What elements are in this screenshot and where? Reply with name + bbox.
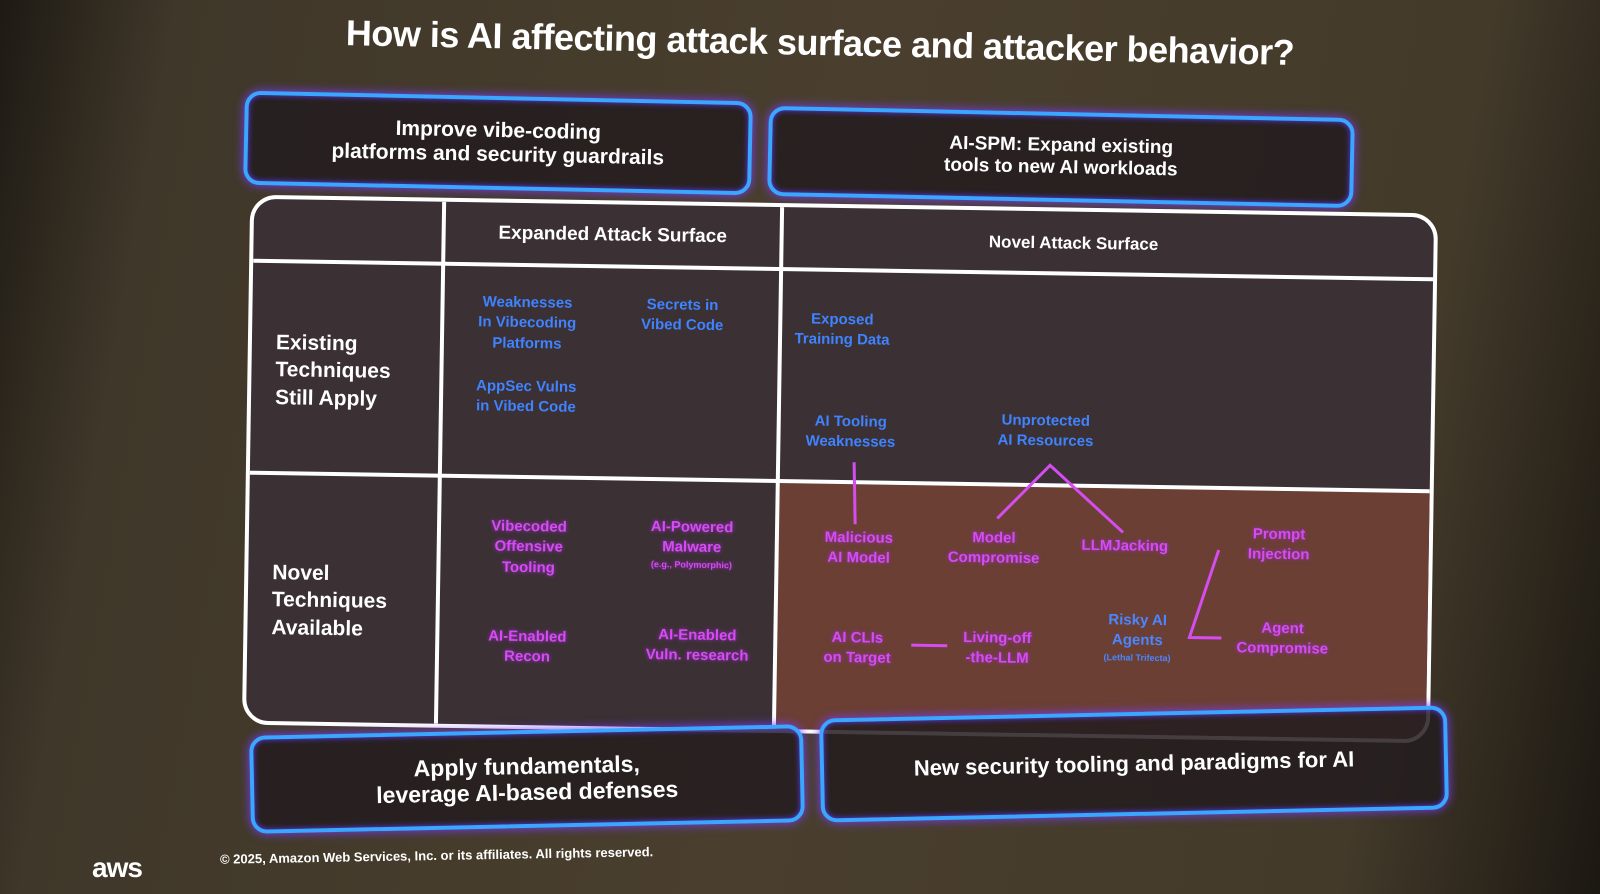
connector-injection-to-agent-compromise bbox=[1187, 549, 1222, 640]
connector-lines bbox=[852, 462, 1222, 648]
box-line: tools to new AI workloads bbox=[943, 154, 1178, 181]
aws-logo: aws bbox=[92, 852, 143, 883]
box-line: leverage AI-based defenses bbox=[375, 775, 679, 809]
box-apply-fundamentals: Apply fundamentals,leverage AI-based def… bbox=[249, 724, 805, 834]
connector-resources-to-compromise-llmjacking bbox=[996, 463, 1125, 534]
copyright-footer: © 2025, Amazon Web Services, Inc. or its… bbox=[219, 844, 654, 867]
connector-clis-to-lotl bbox=[911, 643, 948, 648]
box-line: New security tooling and paradigms for A… bbox=[913, 746, 1355, 781]
slide-title: How is AI affecting attack surface and a… bbox=[345, 12, 1295, 73]
attack-surface-matrix: Expanded Attack Surface Novel Attack Sur… bbox=[241, 194, 1439, 744]
box-new-security-tooling: New security tooling and paradigms for A… bbox=[818, 705, 1450, 823]
connector-tooling-to-malicious-model bbox=[852, 462, 857, 525]
